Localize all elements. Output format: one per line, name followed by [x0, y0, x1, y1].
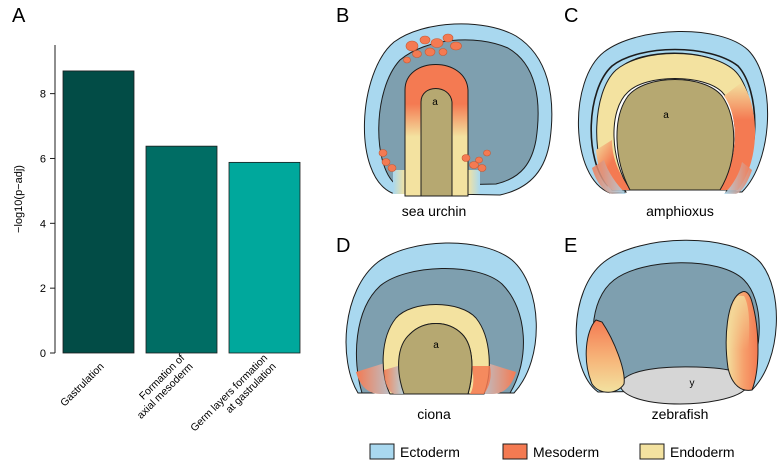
bar — [228, 161, 301, 354]
ciona-archenteron-label: a — [433, 340, 439, 351]
sea-urchin-left-blend — [393, 170, 405, 194]
panel-d-ciona: D a ciona — [336, 235, 537, 422]
legend-item-ectoderm: Ectoderm — [369, 443, 460, 460]
sea-urchin-archenteron-label: a — [432, 97, 438, 108]
legend-swatch-mesoderm — [502, 443, 528, 460]
category-label: Gastrulation — [58, 361, 107, 410]
category-label-line: Germ layers formation — [188, 352, 270, 434]
panel-letter-c: C — [564, 5, 578, 27]
zebrafish-label: zebrafish — [652, 406, 709, 422]
y-tick-label: 0 — [40, 348, 46, 360]
panel-letter-e: E — [564, 235, 577, 257]
sea-urchin-archenteron — [420, 88, 453, 197]
category-label-line: Gastrulation — [58, 361, 107, 410]
bar — [62, 70, 135, 354]
zebrafish-margin-right-top — [729, 296, 750, 350]
ciona-endoderm-tip-right — [470, 366, 491, 394]
legend-label-ectoderm: Ectoderm — [400, 444, 460, 460]
sea-urchin-right-blend — [468, 170, 480, 194]
ciona-label: ciona — [417, 406, 451, 422]
panel-e-zebrafish: E y zebrafish — [564, 235, 777, 422]
ciona-archenteron — [398, 323, 473, 395]
legend-label-mesoderm: Mesoderm — [533, 444, 599, 460]
amphioxus-lip-right — [724, 162, 752, 194]
amphioxus-archenteron-label: a — [663, 110, 669, 121]
amphioxus-archenteron — [616, 79, 735, 191]
amphioxus-lip-left — [592, 160, 626, 194]
ciona-endoderm-tip-left — [384, 366, 406, 394]
y-axis-label: −log10(p−adj) — [13, 165, 25, 233]
panel-letter-b: B — [336, 5, 349, 27]
category-label: Germ layers formationat gastrulation — [188, 352, 279, 443]
zebrafish-margin-left — [585, 319, 625, 393]
panel-b-sea-urchin: B a — [336, 5, 553, 219]
y-tick-label: 6 — [40, 153, 46, 165]
category-label: Formation ofaxial mesoderm — [126, 352, 196, 422]
y-ticks-group: 0 2 4 6 8 — [40, 89, 55, 360]
panel-letter-d: D — [336, 235, 350, 257]
zebrafish-yolk-label: y — [690, 378, 695, 389]
legend-swatch-endoderm — [639, 443, 665, 460]
y-tick-label: 2 — [40, 283, 46, 295]
y-tick-label: 4 — [40, 218, 46, 230]
legend: Ectoderm Mesoderm Endoderm — [369, 443, 735, 460]
y-tick-label: 8 — [40, 89, 46, 101]
zebrafish-blastocoel — [592, 262, 760, 381]
panel-c-amphioxus: C a amphioxus — [564, 5, 769, 219]
legend-item-mesoderm: Mesoderm — [502, 443, 599, 460]
legend-label-endoderm: Endoderm — [670, 444, 735, 460]
legend-swatch-ectoderm — [369, 443, 395, 460]
bar — [145, 145, 218, 354]
legend-item-endoderm: Endoderm — [639, 443, 735, 460]
bars-group — [62, 70, 301, 354]
sea-urchin-mesenchyme-cells — [378, 33, 491, 172]
amphioxus-mesoderm-right — [720, 82, 756, 190]
panel-a-chart: A 0 2 4 6 8 −log10(p−adj) Gastrulation Format… — [12, 5, 301, 443]
sea-urchin-label: sea urchin — [402, 203, 467, 219]
category-labels-group: Gastrulation Formation ofaxial mesodermGe… — [58, 352, 279, 443]
panel-letter-a: A — [12, 5, 26, 27]
amphioxus-label: amphioxus — [646, 203, 714, 219]
